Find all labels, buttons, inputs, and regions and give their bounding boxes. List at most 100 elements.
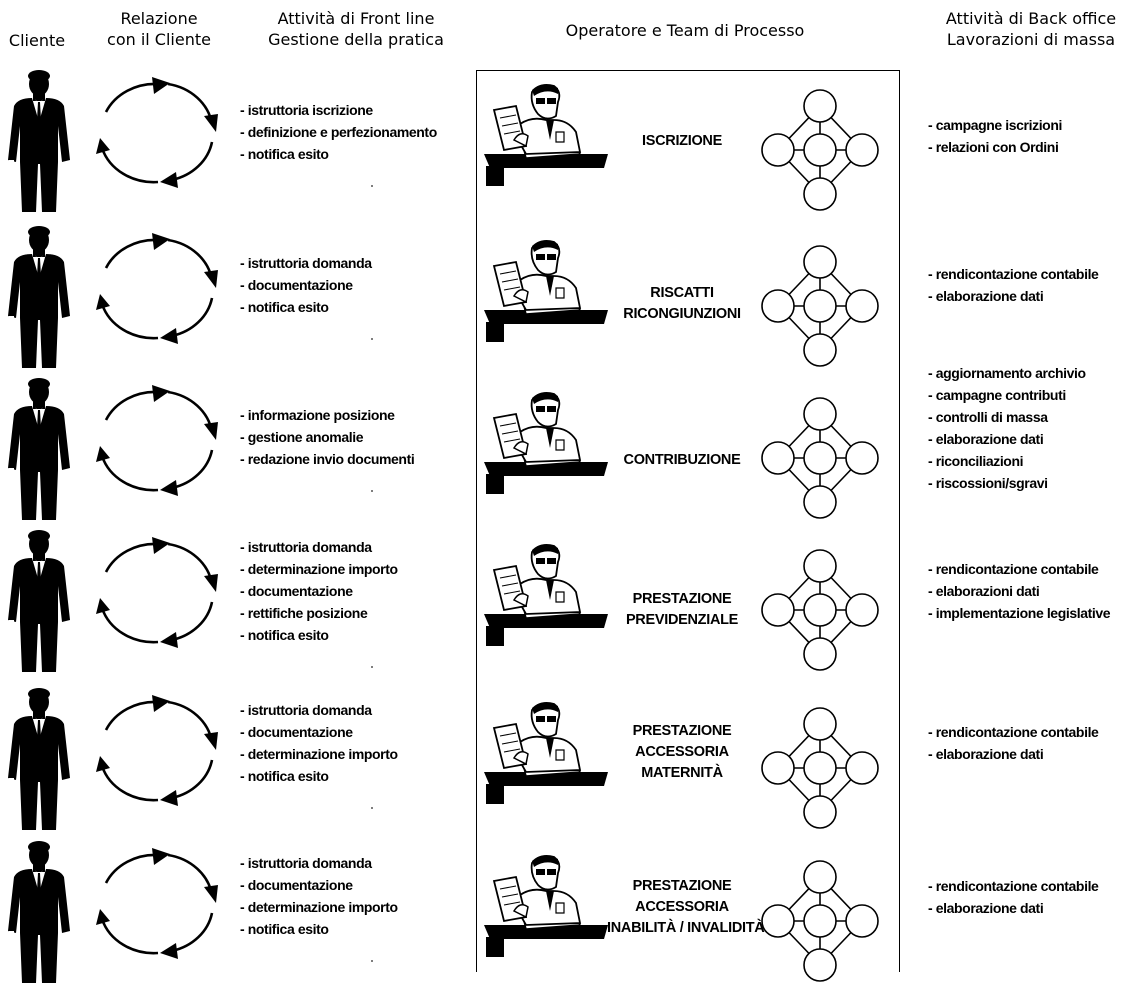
process-name-line: MATERNITÀ (641, 765, 723, 781)
process-name-line: ACCESSORIA (635, 899, 729, 915)
front-activity-item: - documentazione (240, 877, 353, 893)
front-activity-item: - istruttoria domanda (240, 855, 372, 871)
process-name-line: ISCRIZIONE (642, 133, 722, 149)
front-activity-item: - redazione invio documenti (240, 451, 415, 467)
back-activity-item: - aggiornamento archivio (928, 365, 1086, 381)
team-network-icon (758, 88, 882, 212)
front-line-activities: - informazione posizione - gestione anoma… (240, 404, 415, 470)
process-name-line: INABILITÀ / INVALIDITÀ (607, 920, 765, 936)
dot-mark (371, 807, 373, 809)
process-name-line: PRESTAZIONE (632, 591, 732, 607)
process-team-box (476, 70, 900, 972)
back-office-activities: - rendicontazione contabile - elaborazion… (928, 721, 1099, 765)
client-figure (2, 833, 76, 983)
back-office-activities: - aggiornamento archivio - campagne contr… (928, 362, 1086, 494)
process-name: ISCRIZIONE (607, 131, 757, 152)
front-activity-item: - notifica esito (240, 299, 329, 315)
process-name-line: RICONGIUNZIONI (623, 306, 741, 322)
front-activity-item: - rettifiche posizione (240, 605, 368, 621)
dot-mark (371, 666, 373, 668)
process-name-line: PRESTAZIONE (632, 723, 732, 739)
front-line-activities: - istruttoria domanda - determinazione im… (240, 536, 398, 646)
front-activity-item: - determinazione importo (240, 899, 398, 915)
header-front-line: Attività di Front line Gestione della pr… (268, 9, 444, 49)
back-activity-item: - implementazione legislative (928, 605, 1111, 621)
back-office-activities: - rendicontazione contabile - elaborazion… (928, 558, 1111, 624)
front-line-activities: - istruttoria domanda - documentazione - n… (240, 252, 372, 318)
relationship-cycle-icon (92, 72, 220, 192)
team-network-icon (758, 244, 882, 368)
dot-mark (371, 338, 373, 340)
operator-icon (480, 236, 610, 344)
back-activity-item: - elaborazione dati (928, 288, 1044, 304)
front-activity-item: - documentazione (240, 583, 353, 599)
front-activity-item: - istruttoria domanda (240, 255, 372, 271)
front-activity-item: - istruttoria domanda (240, 702, 372, 718)
relationship-cycle-icon (92, 690, 220, 810)
back-office-activities: - campagne iscrizioni - relazioni con Ord… (928, 114, 1062, 158)
back-activity-item: - campagne contributi (928, 387, 1066, 403)
front-activity-item: - determinazione importo (240, 561, 398, 577)
relationship-cycle-icon (92, 380, 220, 500)
front-line-activities: - istruttoria iscrizione - definizione e … (240, 99, 437, 165)
back-activity-item: - rendicontazione contabile (928, 561, 1099, 577)
front-line-activities: - istruttoria domanda - documentazione - d… (240, 699, 398, 787)
front-activity-item: - notifica esito (240, 768, 329, 784)
header-cliente: Cliente (8, 31, 66, 50)
process-name: PRESTAZIONE PREVIDENZIALE (607, 589, 757, 631)
front-activity-item: - informazione posizione (240, 407, 395, 423)
header-relazione: Relazione con il Cliente (107, 9, 211, 49)
front-activity-item: - definizione e perfezionamento (240, 124, 437, 140)
process-name: RISCATTI RICONGIUNZIONI (607, 283, 757, 325)
process-name-line: ACCESSORIA (635, 744, 729, 760)
dot-mark (371, 490, 373, 492)
back-office-activities: - rendicontazione contabile - elaborazion… (928, 263, 1099, 307)
front-activity-item: - determinazione importo (240, 746, 398, 762)
front-activity-item: - gestione anomalie (240, 429, 364, 445)
front-activity-item: - documentazione (240, 724, 353, 740)
operator-icon (480, 388, 610, 496)
front-activity-item: - notifica esito (240, 146, 329, 162)
operator-icon (480, 851, 610, 959)
dot-mark (371, 960, 373, 962)
back-activity-item: - relazioni con Ordini (928, 139, 1059, 155)
relationship-cycle-icon (92, 843, 220, 963)
process-name-line: CONTRIBUZIONE (623, 452, 741, 468)
front-line-activities: - istruttoria domanda - documentazione - d… (240, 852, 398, 940)
back-activity-item: - campagne iscrizioni (928, 117, 1062, 133)
back-activity-item: - riscossioni/sgravi (928, 475, 1048, 491)
operator-icon (480, 80, 610, 188)
dot-mark (371, 185, 373, 187)
front-activity-item: - istruttoria iscrizione (240, 102, 373, 118)
process-name-line: PRESTAZIONE (632, 878, 732, 894)
client-figure (2, 522, 76, 672)
process-name: CONTRIBUZIONE (607, 450, 757, 471)
relationship-cycle-icon (92, 228, 220, 348)
back-activity-item: - rendicontazione contabile (928, 878, 1099, 894)
front-activity-item: - documentazione (240, 277, 353, 293)
header-back-office: Attività di Back office Lavorazioni di m… (945, 9, 1117, 49)
back-activity-item: - riconciliazioni (928, 453, 1024, 469)
back-activity-item: - elaborazione dati (928, 431, 1044, 447)
back-activity-item: - rendicontazione contabile (928, 724, 1099, 740)
client-figure (2, 62, 76, 212)
front-activity-item: - notifica esito (240, 921, 329, 937)
back-activity-item: - controlli di massa (928, 409, 1048, 425)
front-activity-item: - istruttoria domanda (240, 539, 372, 555)
client-figure (2, 680, 76, 830)
process-name-line: RISCATTI (650, 285, 714, 301)
team-network-icon (758, 548, 882, 672)
relationship-cycle-icon (92, 532, 220, 652)
back-activity-item: - rendicontazione contabile (928, 266, 1099, 282)
process-name-line: PREVIDENZIALE (625, 612, 739, 628)
client-figure (2, 370, 76, 520)
operator-icon (480, 540, 610, 648)
team-network-icon (758, 706, 882, 830)
front-activity-item: - notifica esito (240, 627, 329, 643)
back-office-activities: - rendicontazione contabile- elaborazion… (928, 875, 1099, 919)
client-figure (2, 218, 76, 368)
team-network-icon (758, 396, 882, 520)
operator-icon (480, 698, 610, 806)
back-activity-item: - elaborazione dati (928, 746, 1044, 762)
back-activity-item: - elaborazioni dati (928, 583, 1040, 599)
